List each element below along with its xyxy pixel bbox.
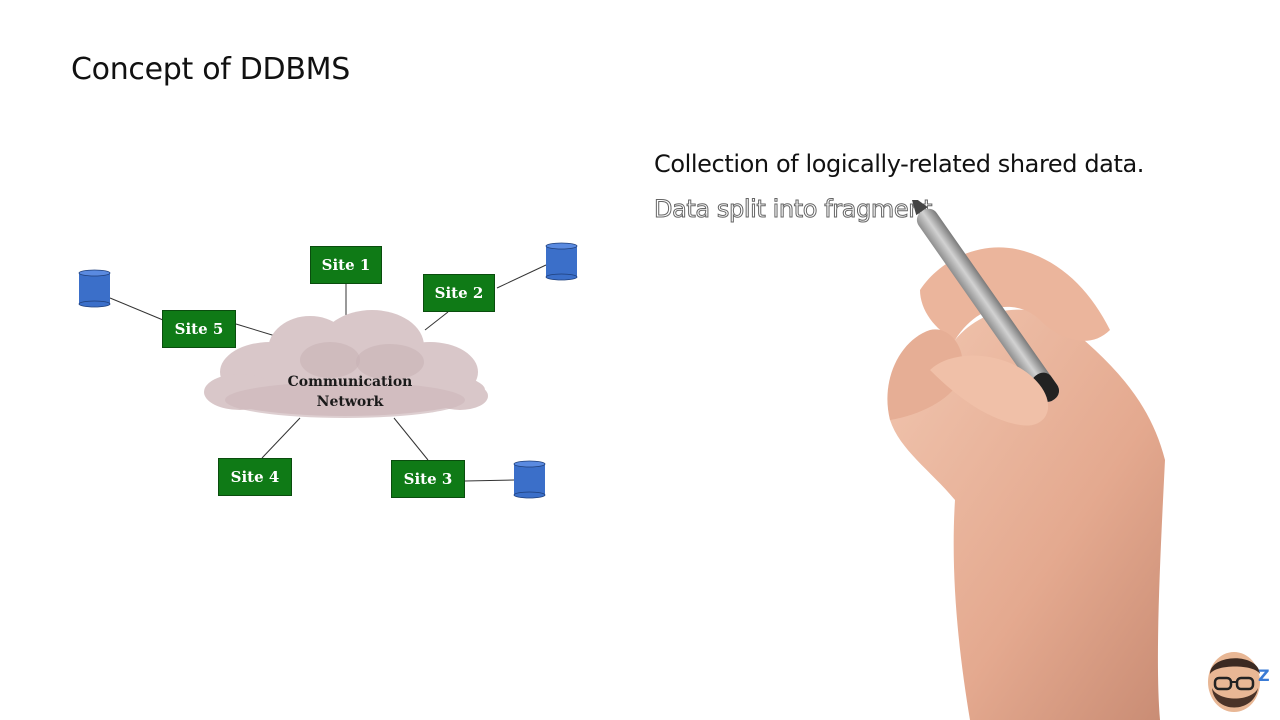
site-4-box: Site 4 <box>218 458 292 496</box>
site-3-box: Site 3 <box>391 460 465 498</box>
text-line-collection: Collection of logically-related shared d… <box>654 150 1145 178</box>
line-site3 <box>393 417 429 461</box>
avatar-graphic <box>1208 652 1260 712</box>
line-site2-db <box>496 264 547 289</box>
text-line-fragment: Data split into fragment <box>653 195 933 224</box>
hand-holding-marker-icon <box>887 200 1165 720</box>
site-5-box: Site 5 <box>162 310 236 348</box>
database-icon <box>545 242 578 281</box>
slide-title: Concept of DDBMS <box>71 52 350 87</box>
cloud-label: Communication Network <box>262 372 438 412</box>
ddbms-diagram: Communication Network Site 1 Site 2 Site… <box>78 242 578 499</box>
line-site5-db <box>109 297 164 321</box>
line-site2 <box>424 311 449 331</box>
database-icon <box>78 269 111 308</box>
cloud-label-line2: Network <box>316 394 384 410</box>
line-site3-db <box>464 479 515 482</box>
cloud-network <box>204 310 488 418</box>
site-1-box: Site 1 <box>310 246 382 284</box>
line-site4 <box>261 417 301 459</box>
cloud-label-line1: Communication <box>287 374 413 390</box>
sleep-badge: Z <box>1258 666 1270 685</box>
bearded-avatar-icon: Z <box>1202 644 1272 716</box>
diagram-lines <box>78 242 578 499</box>
database-icon <box>513 460 546 499</box>
site-2-box: Site 2 <box>423 274 495 312</box>
